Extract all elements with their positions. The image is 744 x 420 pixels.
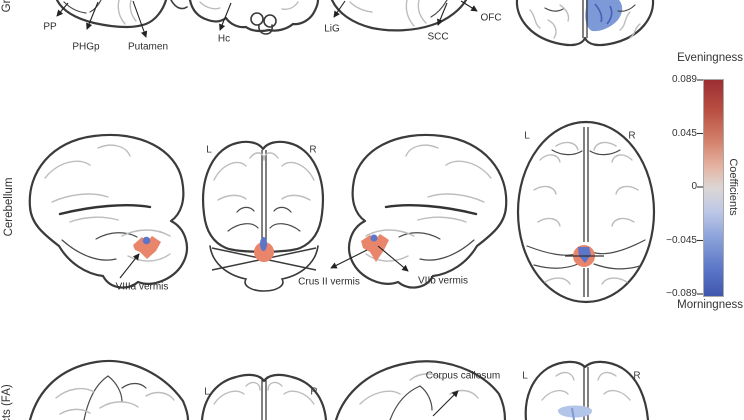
orientation-right-row3-axial: R bbox=[633, 370, 641, 382]
row2-sagittal-left-brain bbox=[28, 133, 188, 289]
orientation-left-row3-axial: L bbox=[522, 370, 528, 382]
region-label-crus-ii-vermis: Crus II vermis bbox=[298, 276, 360, 288]
orientation-left-row2-coronal: L bbox=[206, 144, 212, 156]
region-label-corpus-callosum: Corpus callosum bbox=[425, 370, 501, 382]
orientation-left-row2-axial: L bbox=[524, 130, 530, 142]
arrow-corpus-callosum bbox=[432, 390, 459, 417]
colorbar-tick-1: 0.045 bbox=[671, 128, 697, 139]
colorbar-bottom-label: Morningness bbox=[677, 299, 743, 311]
row-label-cerebellum: Cerebellum bbox=[3, 177, 15, 237]
row3-region-arrows bbox=[432, 390, 459, 417]
region-label-lig: LiG bbox=[324, 23, 340, 35]
row3-sagittal-left-brain bbox=[28, 359, 190, 420]
row-label-grey-matter: Grey matter bbox=[1, 0, 13, 12]
row2-axial-cluster-blue bbox=[578, 247, 591, 263]
orientation-left-row3-coronal: L bbox=[204, 386, 210, 398]
arrow-viiia-vermis bbox=[119, 253, 140, 279]
colorbar-tick-2: 0 bbox=[691, 181, 697, 192]
row3-coronal-brain bbox=[200, 373, 328, 420]
orientation-right-row2-coronal: R bbox=[309, 144, 317, 156]
region-label-viib-vermis: VIIb vermis bbox=[417, 275, 469, 287]
row2-viiia-cluster bbox=[133, 236, 161, 259]
row2-coronal-brain bbox=[202, 140, 324, 292]
arrow-ofc bbox=[460, 0, 478, 12]
arrow-viib-vermis bbox=[377, 245, 409, 272]
region-label-pp: PP bbox=[43, 21, 57, 33]
row1-axial-brain bbox=[515, 0, 655, 47]
arrow-scc bbox=[437, 2, 448, 26]
row1-sagittal-left-brain bbox=[55, 0, 188, 29]
row2-sagittal-right-brain bbox=[348, 133, 508, 289]
arrow-lig bbox=[333, 0, 346, 18]
arrow-hc bbox=[219, 2, 232, 31]
region-label-phgp: PHGp bbox=[72, 41, 100, 53]
region-label-ofc: OFC bbox=[480, 12, 502, 24]
row2-axial-brain bbox=[516, 120, 656, 304]
row3-sagittal-right-brain bbox=[334, 360, 507, 420]
row2-viib-cluster-blue bbox=[370, 234, 378, 242]
arrow-crus-ii-vermis bbox=[330, 249, 368, 269]
colorbar-tick-4: −0.089 bbox=[666, 288, 697, 299]
orientation-right-row2-axial: R bbox=[628, 130, 636, 142]
region-label-hc: Hc bbox=[217, 33, 231, 45]
row2-crus-cluster-blue bbox=[260, 237, 267, 251]
row-label-white-matter: White matter tracts (FA) bbox=[1, 384, 13, 420]
row3-axial-light-blue-cluster bbox=[557, 405, 593, 418]
row1-region-arrows bbox=[56, 0, 478, 38]
orientation-right-row3-coronal: R bbox=[310, 386, 318, 398]
arrow-pp bbox=[56, 2, 69, 17]
colorbar-top-label: Eveningness bbox=[677, 52, 743, 64]
colorbar-gradient bbox=[703, 79, 724, 297]
region-label-viiia-vermis: VIIIa vermis bbox=[115, 281, 169, 293]
colorbar-axis-label: Coefficients bbox=[727, 158, 739, 216]
colorbar-ticks bbox=[697, 79, 703, 295]
region-label-scc: SCC bbox=[427, 31, 449, 43]
row2-viib-cluster bbox=[361, 234, 389, 262]
arrow-phgp bbox=[86, 1, 99, 30]
arrow-putamen bbox=[132, 0, 148, 38]
colorbar-tick-0: 0.089 bbox=[671, 74, 697, 85]
row1-axial-blue-cluster bbox=[585, 0, 623, 32]
row2-viiia-cluster-blue bbox=[142, 236, 151, 245]
colorbar-tick-3: −0.045 bbox=[666, 235, 697, 246]
row2-region-arrows bbox=[119, 245, 409, 279]
row1-coronal-brain bbox=[188, 0, 320, 35]
region-label-putamen: Putamen bbox=[127, 41, 169, 53]
row3-axial-brain bbox=[524, 360, 650, 420]
row1-sagittal-right-brain bbox=[330, 0, 468, 32]
row2-crus-cluster bbox=[254, 242, 274, 262]
